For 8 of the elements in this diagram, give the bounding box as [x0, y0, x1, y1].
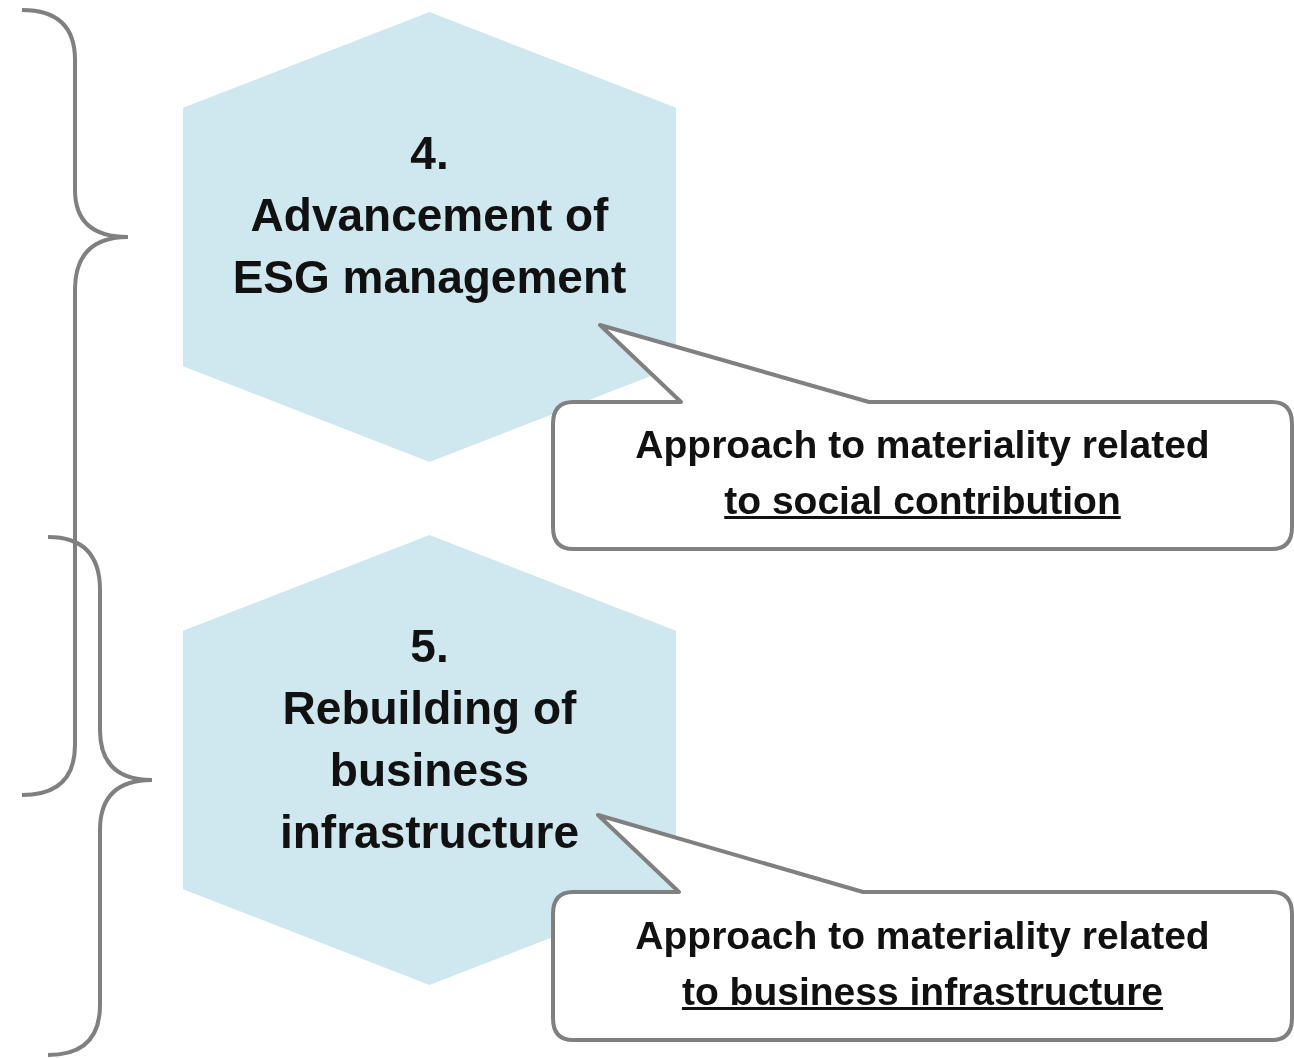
- callout-text: to social contribution: [724, 478, 1121, 524]
- number-label: 5.: [409, 619, 450, 674]
- callout-text: Approach to materiality related: [635, 913, 1210, 959]
- callout-text: Approach to materiality related: [635, 422, 1210, 468]
- hexagon-label: Rebuilding of business infrastructure: [278, 681, 581, 860]
- hexagon-label: Advancement of ESG management: [231, 188, 628, 305]
- number-label: 4.: [409, 126, 450, 181]
- callout-text: to business infrastructure: [681, 969, 1164, 1015]
